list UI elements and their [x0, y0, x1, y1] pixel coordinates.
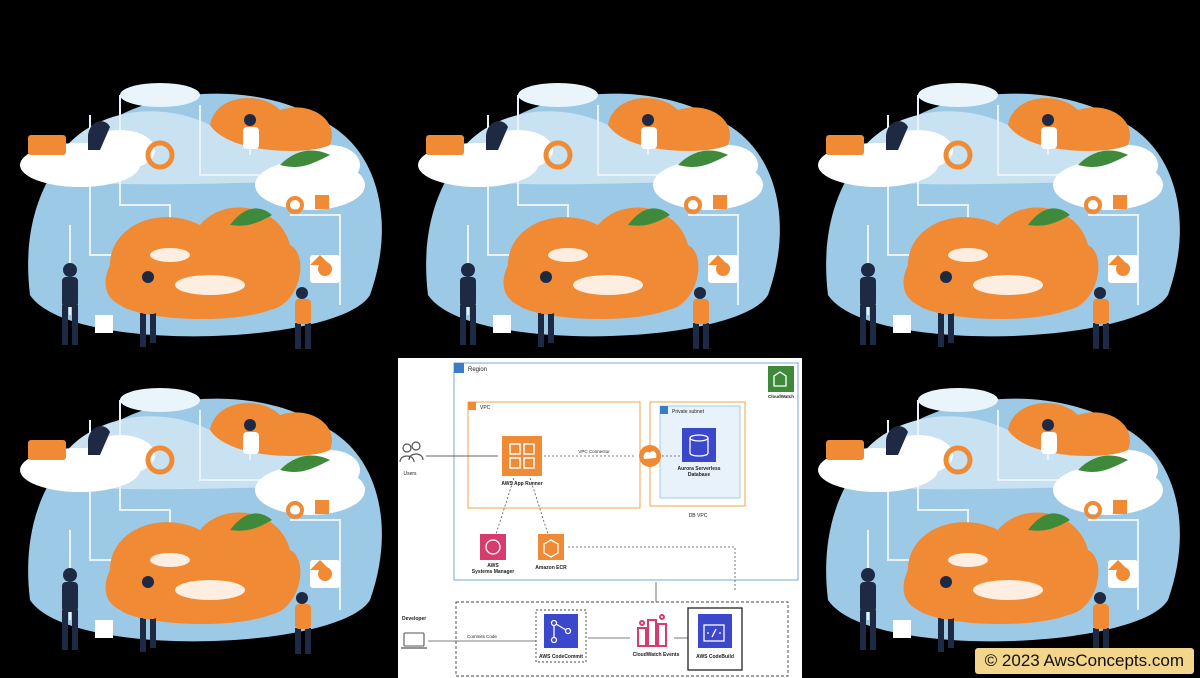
users-label: Users [403, 471, 417, 477]
cloudwatch-icon [768, 366, 794, 392]
developer-label: Developer [402, 616, 426, 622]
pipeline-box [455, 601, 789, 677]
aurora-label-line1: Aurora Serverless [677, 466, 720, 472]
apprunner-to-ecr-line [529, 477, 549, 535]
codebuild-label: AWS CodeBuild [696, 654, 734, 660]
region-label: Region [468, 367, 487, 373]
app-runner-label: AWS App Runner [501, 481, 542, 487]
systems-manager-label-line1: AWS [487, 563, 499, 569]
cloud-illustration-top-center [408, 55, 788, 355]
vpc-box [467, 401, 641, 509]
cloudwatch-events-icon [637, 614, 667, 647]
users-icon [399, 441, 424, 463]
aurora-label-line2: Database [688, 472, 710, 478]
codecommit-icon [544, 614, 578, 648]
vpc-icon [468, 402, 476, 410]
cloudwatch-events-label: CloudWatch Events [633, 652, 680, 658]
laptop-icon [403, 632, 425, 647]
commits-label: Commits Code [467, 634, 497, 639]
codecommit-label: AWS CodeCommit [539, 654, 583, 660]
ecr-label: Amazon ECR [535, 565, 567, 571]
codebuild-frame [687, 607, 743, 671]
architecture-diagram: Region VPC Private subnet DB VPC Users A… [398, 358, 802, 678]
codebuild-to-ecr-line [568, 546, 736, 592]
cloud-illustration-top-right [808, 55, 1188, 355]
cloud-illustration-top-left [10, 55, 390, 355]
systems-manager-label-line2: Systems Manager [472, 569, 515, 575]
apprunner-to-ssm-line [495, 477, 515, 535]
private-subnet-label: Private subnet [672, 409, 705, 415]
ecr-icon [538, 534, 564, 560]
region-box [453, 362, 799, 581]
cloudwatch-label: CloudWatch [768, 394, 794, 399]
region-icon [454, 363, 464, 373]
vpc-label: VPC [480, 405, 491, 411]
db-vpc-label: DB VPC [689, 513, 708, 519]
copyright-badge: © 2023 AwsConcepts.com [974, 648, 1194, 674]
vpc-connector-label: VPC Connector [578, 449, 610, 454]
cloud-illustration-bottom-right [808, 360, 1188, 660]
systems-manager-icon [480, 534, 506, 560]
app-runner-icon [502, 436, 542, 476]
aurora-icon [682, 428, 716, 462]
cloud-illustration-bottom-left [10, 360, 390, 660]
private-subnet-icon [660, 406, 668, 414]
